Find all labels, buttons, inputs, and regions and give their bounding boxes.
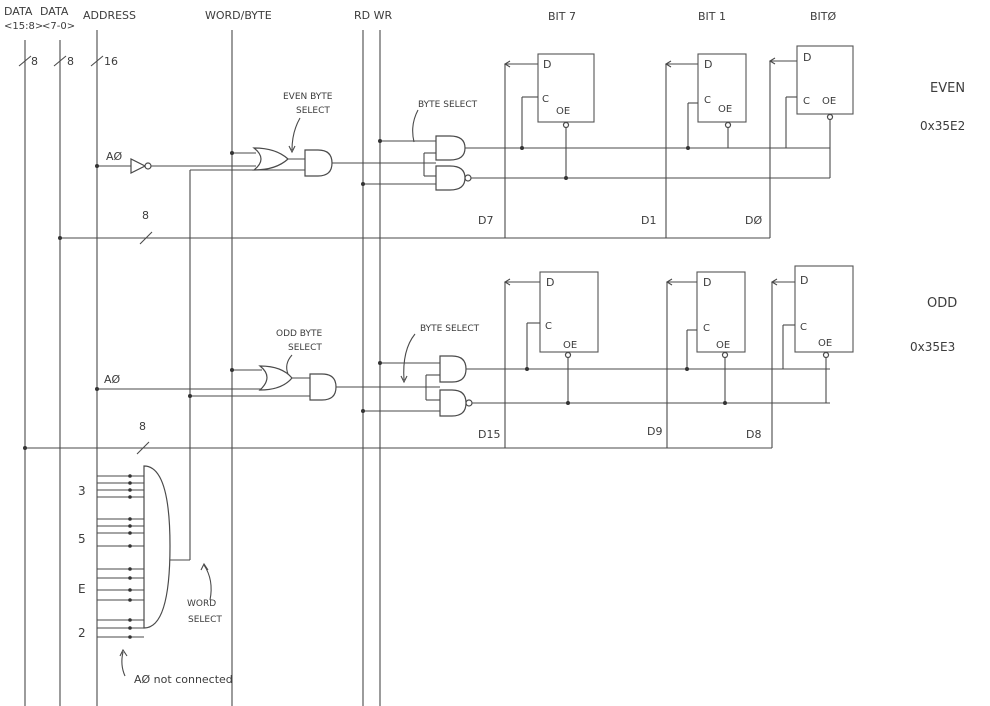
odd-line-d8: D8 [746, 428, 761, 441]
data-high-width: 8 [31, 55, 38, 68]
odd-ff15-d: D [546, 276, 554, 289]
odd-address: 0x35E3 [910, 340, 955, 354]
odd-ff9-oe: OE [716, 340, 730, 351]
even-ff1-d: D [704, 58, 712, 71]
odd-ff-bit15 [539, 271, 599, 353]
odd-write-nand-gate [439, 389, 467, 417]
address-decoder: 3 5 E 2 WORD SELECT AØ not connected [78, 170, 233, 686]
a0-not-connected-note: AØ not connected [134, 673, 233, 686]
even-ff0-c: C [803, 96, 810, 107]
even-ff-bit0 [796, 45, 854, 115]
even-line-d0: DØ [745, 214, 762, 227]
even-ff-bit1 [697, 53, 747, 123]
word-select-label-2: SELECT [188, 615, 222, 625]
data-low-width: 8 [67, 55, 74, 68]
even-ff1-oe: OE [718, 104, 732, 115]
odd-title: ODD [927, 296, 957, 311]
bit0-label: BITØ [810, 10, 837, 23]
bus-labels: DATA <15:8> DATA <7-0> ADDRESS WORD/BYTE… [4, 5, 392, 68]
odd-ff9-d: D [703, 276, 711, 289]
odd-ff9-c: C [703, 323, 710, 334]
even-inverter [130, 158, 147, 174]
odd-line-d9: D9 [647, 425, 662, 438]
odd-ff15-oe: OE [563, 340, 577, 351]
data-high-range: <15:8> [4, 21, 43, 32]
address-label: ADDRESS [83, 9, 136, 22]
even-address: 0x35E2 [920, 119, 965, 133]
even-ff-bit7 [537, 53, 595, 123]
odd-byte-and-gate [309, 373, 337, 401]
decoder-digit-e: E [78, 582, 86, 596]
odd-read-and-gate [439, 355, 467, 383]
even-or-gate [252, 147, 289, 171]
odd-ff15-c: C [545, 321, 552, 332]
odd-ff-bit9 [696, 271, 746, 353]
even-ff7-oe: OE [556, 106, 570, 117]
word-byte-label: WORD/BYTE [205, 9, 272, 22]
odd-line-d15: D15 [478, 428, 500, 441]
address-width: 16 [104, 55, 118, 68]
word-select-label-1: WORD [187, 599, 216, 609]
even-bus-width: 8 [142, 209, 149, 222]
even-ff1-c: C [704, 95, 711, 106]
odd-ff8-oe: OE [818, 338, 832, 349]
data-high-label: DATA [4, 5, 33, 18]
bit7-label: BIT 7 [548, 10, 576, 23]
data-low-range: <7-0> [42, 21, 75, 32]
even-ff7-c: C [542, 94, 549, 105]
odd-select-label-2: SELECT [288, 343, 322, 353]
decoder-and-gate [143, 465, 171, 629]
odd-ff8-d: D [800, 274, 808, 287]
rd-wr-label: RD WR [354, 9, 392, 22]
decoder-digit-3: 3 [78, 484, 86, 498]
even-byte-select-label: BYTE SELECT [418, 100, 478, 110]
odd-select-label-1: ODD BYTE [276, 329, 322, 339]
even-write-nand-gate [435, 165, 466, 191]
even-select-label-1: EVEN BYTE [283, 92, 333, 102]
even-read-and-gate [435, 135, 466, 161]
even-ff7-d: D [543, 58, 551, 71]
data-low-label: DATA [40, 5, 69, 18]
even-line-d7: D7 [478, 214, 493, 227]
even-ff0-d: D [803, 51, 811, 64]
even-section: EVEN 0x35E2 AØ EVEN BYTE SELECT BYTE SEL… [58, 45, 965, 245]
odd-ff8-c: C [800, 322, 807, 333]
column-labels: BIT 7 BIT 1 BITØ [548, 10, 837, 23]
odd-a0-label: AØ [104, 373, 121, 386]
even-byte-and-gate [304, 149, 333, 177]
even-title: EVEN [930, 81, 965, 96]
decoder-digit-2: 2 [78, 626, 86, 640]
even-select-label-2: SELECT [296, 106, 330, 116]
odd-bus-width: 8 [139, 420, 146, 433]
odd-byte-select-label: BYTE SELECT [420, 324, 480, 334]
bit1-label: BIT 1 [698, 10, 726, 23]
even-line-d1: D1 [641, 214, 656, 227]
even-a0-label: AØ [106, 150, 123, 163]
decoder-inputs [97, 474, 144, 639]
odd-section: ODD 0x35E3 AØ ODD BYTE SELECT BYTE SELEC… [23, 265, 957, 455]
even-ff0-oe: OE [822, 96, 836, 107]
odd-ff-bit8 [794, 265, 854, 353]
odd-or-gate [258, 365, 293, 391]
decoder-digit-5: 5 [78, 532, 86, 546]
